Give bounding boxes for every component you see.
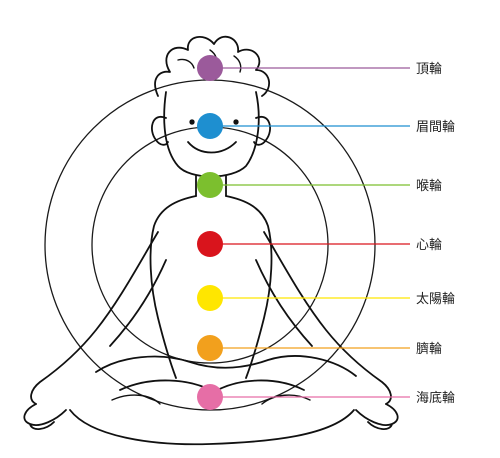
left-eye-overlay: [189, 119, 195, 125]
right-eye-overlay: [233, 119, 239, 125]
chakra-dot: [197, 231, 223, 257]
chakra-label: 喉輪: [416, 178, 442, 194]
chakra-dot: [197, 285, 223, 311]
hair: [154, 35, 270, 97]
chakra-label: 心輪: [416, 237, 442, 253]
chakra-label: 太陽輪: [416, 291, 455, 307]
chakra-label: 臍輪: [416, 341, 442, 357]
right-hand: [355, 403, 399, 430]
left-hand: [23, 403, 67, 430]
right-arm: [255, 231, 392, 405]
left-ear: [151, 115, 169, 146]
feet: [111, 394, 311, 405]
neck: [195, 175, 227, 197]
chakra-dot: [197, 55, 223, 81]
right-ear: [253, 115, 271, 146]
chakra-dot: [197, 335, 223, 361]
chakra-dot: [197, 172, 223, 198]
chakra-label: 眉間輪: [416, 119, 455, 135]
chakra-label: 頂輪: [416, 61, 442, 77]
smile: [187, 141, 237, 154]
left-arm: [30, 231, 167, 405]
chakra-dot: [197, 113, 223, 139]
chakra-label: 海底輪: [416, 390, 455, 406]
chakra-dot: [197, 384, 223, 410]
